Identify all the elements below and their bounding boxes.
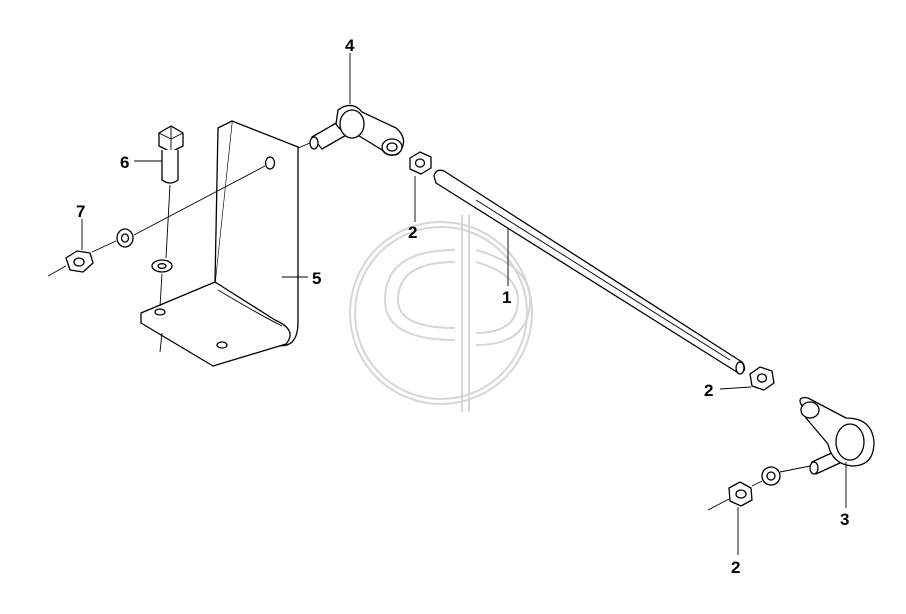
washer-part bbox=[116, 228, 134, 248]
nut-part-2-lower bbox=[728, 481, 753, 507]
nut-part-2-middle bbox=[749, 366, 775, 391]
callout-2-lower: 2 bbox=[731, 558, 740, 577]
ball-joint-lower bbox=[799, 397, 875, 475]
bolt-part bbox=[158, 125, 184, 184]
lock-washer bbox=[151, 259, 173, 273]
callout-6: 6 bbox=[120, 153, 129, 172]
callout-2-middle: 2 bbox=[704, 381, 713, 400]
tie-rod-part bbox=[433, 169, 746, 375]
leader-lines bbox=[81, 53, 847, 555]
watermark-logo bbox=[349, 215, 533, 412]
nut-part-2-upper bbox=[409, 151, 432, 175]
callout-labels: 4 6 7 2 5 1 2 3 2 bbox=[76, 36, 849, 577]
ball-joint-upper bbox=[309, 104, 405, 156]
callout-3: 3 bbox=[840, 510, 849, 529]
bracket-part bbox=[140, 120, 299, 367]
callout-4: 4 bbox=[345, 36, 355, 55]
callout-2-upper: 2 bbox=[408, 223, 417, 242]
nut-part-7 bbox=[65, 250, 94, 273]
washer-lower bbox=[761, 466, 781, 486]
callout-7: 7 bbox=[76, 202, 85, 221]
callout-1: 1 bbox=[502, 288, 511, 307]
assembly-lines bbox=[47, 142, 811, 511]
callout-5: 5 bbox=[312, 269, 321, 288]
